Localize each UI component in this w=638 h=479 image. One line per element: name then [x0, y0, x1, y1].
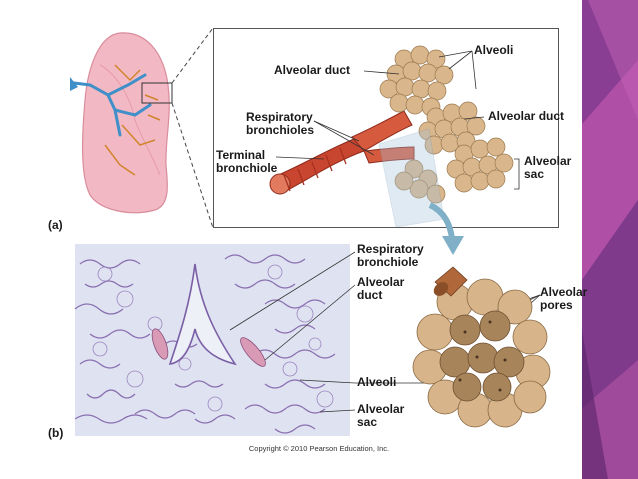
- label-alveolar-sac-a: Alveolar sac: [524, 154, 572, 181]
- label-alveoli-a: Alveoli: [474, 43, 514, 57]
- label-alveolar-sac-b: Alveolar sac: [357, 402, 405, 429]
- label-alveoli-b: Alveoli: [357, 375, 397, 389]
- alveolar-sac-cutaway-illustration: [412, 266, 551, 428]
- label-alveolar-duct-top: Alveolar duct: [274, 63, 351, 77]
- copyright-notice: Copyright © 2010 Pearson Education, Inc.: [248, 444, 390, 453]
- panel-letter-a: (a): [48, 218, 63, 232]
- label-terminal-bronchiole: Terminal bronchiole: [216, 148, 278, 175]
- label-alveolar-duct-right: Alveolar duct: [488, 109, 565, 123]
- label-respiratory-bronchioles: Respiratory bronchioles: [246, 110, 315, 137]
- diagram-slide: (a) Alveoli Alveolar duct Alveolar duct …: [48, 27, 587, 440]
- bronchiole-alveoli-illustration: [269, 45, 520, 228]
- label-respiratory-bronchiole-b: Respiratory bronchiole: [357, 242, 424, 269]
- zoom-lines: [171, 27, 214, 229]
- band-border: [568, 0, 582, 479]
- label-alveolar-duct-b: Alveolar duct: [357, 275, 405, 302]
- panel-letter-b: (b): [48, 426, 64, 440]
- lung-illustration: [70, 32, 173, 214]
- inset-panel-a: [213, 28, 559, 228]
- zoom-arrow: [428, 202, 464, 255]
- lung-tissue-micrograph: [75, 244, 350, 436]
- label-alveolar-pores: Alveolar pores: [540, 285, 588, 312]
